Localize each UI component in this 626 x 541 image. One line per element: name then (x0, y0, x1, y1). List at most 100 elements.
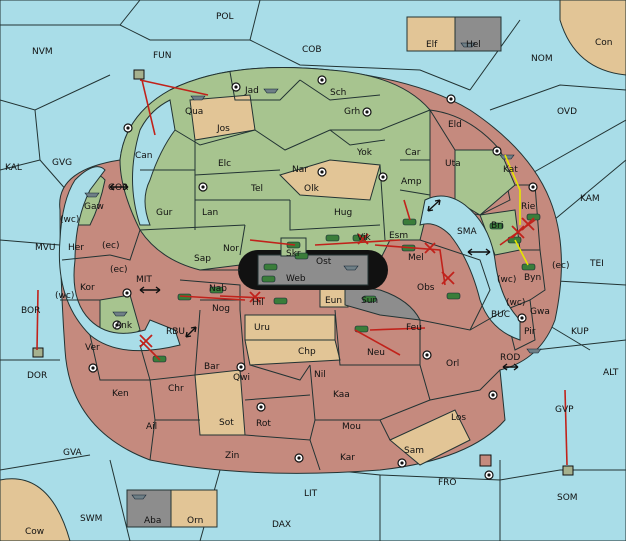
fleet-icon (190, 95, 206, 101)
dislodge-cross-icon (511, 225, 525, 239)
land-label: Orl (446, 359, 459, 369)
land-label: Kat (503, 165, 518, 175)
land-label: Neu (367, 348, 385, 358)
land-sam (389, 409, 471, 466)
land-label: Web (286, 274, 306, 284)
land-label: Hel (466, 40, 481, 50)
land-label: Nor (223, 244, 239, 254)
inner-sea-sma (419, 195, 521, 341)
land-orn (170, 489, 218, 528)
army-icon (446, 292, 461, 300)
land-label: Cow (25, 527, 44, 537)
land-label: Kaa (333, 390, 350, 400)
land-label: Sun (361, 296, 378, 306)
inner-sea-gor-mit (58, 166, 181, 352)
convoy-arrow-icon (185, 326, 197, 338)
land-label: Hil (252, 298, 264, 308)
land-label: Los (451, 413, 466, 423)
land-label: Con (595, 38, 613, 48)
coast-mark: (ec) (110, 265, 128, 275)
sea-label: DAX (272, 520, 291, 530)
sea-label: MIT (136, 275, 152, 285)
land-label: Jos (216, 124, 230, 134)
army-icon (261, 275, 276, 283)
sea-label: GVP (555, 405, 574, 415)
support-arrows (504, 154, 529, 266)
retreat-marker-icon (479, 454, 492, 467)
sea-label: NVM (32, 47, 53, 57)
army-icon (325, 234, 340, 242)
land-label: Yok (356, 148, 373, 158)
sea-label: KAM (580, 194, 600, 204)
convoy-arrow-icon (427, 199, 441, 212)
coast-mark: (wc) (497, 275, 516, 285)
land-label: Ken (112, 389, 129, 399)
land-kat (454, 149, 516, 216)
dislodge-cross-icon (521, 217, 535, 231)
land-sun (344, 284, 421, 321)
land-labels: Elf Hel Con Jad Sch Qua Jos Grh Can Eld … (25, 38, 613, 537)
dislodge-crosses (139, 217, 535, 348)
sea-label: COB (302, 45, 322, 55)
sea-label: GVG (52, 158, 72, 168)
convoy-arrow-icon (109, 183, 129, 191)
sea-label: GVA (63, 448, 83, 458)
land-label: Rot (256, 419, 271, 429)
coast-mark: (wc) (60, 215, 79, 225)
land-label: Pir (524, 327, 536, 337)
land-label: Nog (212, 304, 230, 314)
coast-mark: (wc) (55, 291, 74, 301)
land-label: Grh (344, 107, 360, 117)
land-label: Chr (168, 384, 184, 394)
sea-label: BUC (491, 310, 510, 320)
sea-label: SMA (457, 227, 477, 237)
province-borders (60, 71, 546, 471)
convoy-arrow-icon (502, 363, 519, 371)
fleet-icon (526, 348, 542, 354)
land-label: Amp (401, 177, 422, 187)
convoy-arrows (109, 183, 519, 371)
fleet-icon (460, 42, 476, 48)
dislodge-cross-icon (357, 233, 369, 245)
fleet-icon (499, 154, 515, 160)
land-elf (406, 16, 456, 52)
army-icon (354, 325, 369, 333)
land-uru (244, 314, 336, 341)
land-label: Obs (417, 283, 435, 293)
army-icon (209, 286, 224, 294)
convoy-arrow-icon (467, 248, 491, 256)
land-label: Jad (244, 86, 259, 96)
land-label: Aba (144, 516, 161, 526)
land-label: Zin (225, 451, 239, 461)
land-chp (244, 339, 341, 366)
fleet-icon (263, 88, 279, 94)
land-label: Kar (340, 453, 355, 463)
retreat-marker-icon (133, 69, 145, 80)
land-label: DOR (27, 371, 47, 381)
dislodge-cross-icon (424, 242, 436, 254)
sea-label: FUN (153, 51, 172, 61)
sea-label: SWM (80, 514, 102, 524)
land-label: Elf (426, 40, 438, 50)
convoy-arrow-icon (139, 286, 161, 294)
sea-label: ROD (500, 353, 520, 363)
land-label: Eld (448, 120, 462, 130)
inner-sea-can-channel (132, 99, 176, 226)
land-label: Byn (524, 273, 541, 283)
retreat-marker-icon (32, 347, 44, 358)
retreat-marker-icon (562, 465, 574, 476)
land-label: Mou (342, 422, 361, 432)
army-icon (362, 295, 377, 303)
land-label: SOM (557, 493, 578, 503)
dislodge-cross-icon (139, 334, 153, 348)
land-label: Elc (218, 159, 231, 169)
land-label: Kor (80, 283, 95, 293)
fleet-icon (84, 192, 100, 198)
fleet-icon (112, 311, 128, 317)
land-label: Ank (115, 321, 133, 331)
land-label: Olk (304, 184, 320, 194)
land-label: Nar (292, 165, 308, 175)
land-label: Bar (204, 362, 220, 372)
army-icon (489, 222, 504, 230)
